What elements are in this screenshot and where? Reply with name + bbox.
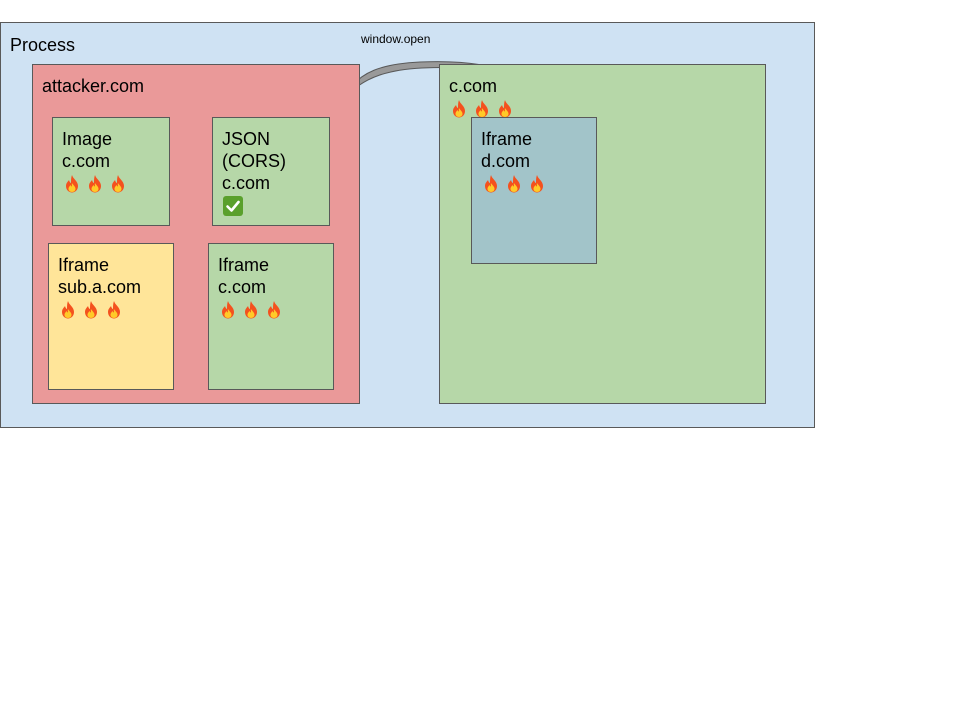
c-com-title: c.com: [449, 76, 498, 96]
fire-icon: [85, 172, 106, 194]
fire-icon: [264, 298, 285, 320]
iframe-c-box: Iframe c.com: [208, 243, 334, 390]
json-resource-label: JSON (CORS) c.com: [222, 129, 286, 193]
iframe-sub-a-label: Iframe sub.a.com: [58, 255, 142, 297]
fire-icon: [472, 97, 493, 119]
fire-icon: [449, 97, 470, 119]
iframe-sub-a-box: Iframe sub.a.com: [48, 243, 174, 390]
iframe-c-label: Iframe c.com: [218, 255, 270, 297]
json-cors-resource-box: JSON (CORS) c.com: [212, 117, 330, 226]
image-resource-label: Image c.com: [62, 129, 113, 171]
fire-icon: [481, 172, 502, 194]
process-title: Process: [10, 35, 76, 55]
iframe-c-status: [218, 298, 285, 320]
iframe-sub-a-status: [58, 298, 125, 320]
fire-icon: [527, 172, 548, 194]
fire-icon: [104, 298, 125, 320]
fire-icon: [58, 298, 79, 320]
iframe-d-label: Iframe d.com: [481, 129, 533, 171]
fire-icon: [241, 298, 262, 320]
json-status: [223, 195, 243, 221]
iframe-d-status: [481, 172, 548, 194]
image-resource-box: Image c.com: [52, 117, 170, 226]
fire-icon: [495, 97, 516, 119]
attacker-title: attacker.com: [42, 76, 145, 96]
fire-icon: [81, 298, 102, 320]
fire-icon: [218, 298, 239, 320]
fire-icon: [108, 172, 129, 194]
fire-icon: [504, 172, 525, 194]
window-open-label: window.open: [361, 32, 431, 46]
check-mark-icon: [223, 196, 243, 216]
c-com-status: [449, 97, 516, 119]
fire-icon: [62, 172, 83, 194]
iframe-d-box: Iframe d.com: [471, 117, 597, 264]
image-status: [62, 172, 129, 194]
